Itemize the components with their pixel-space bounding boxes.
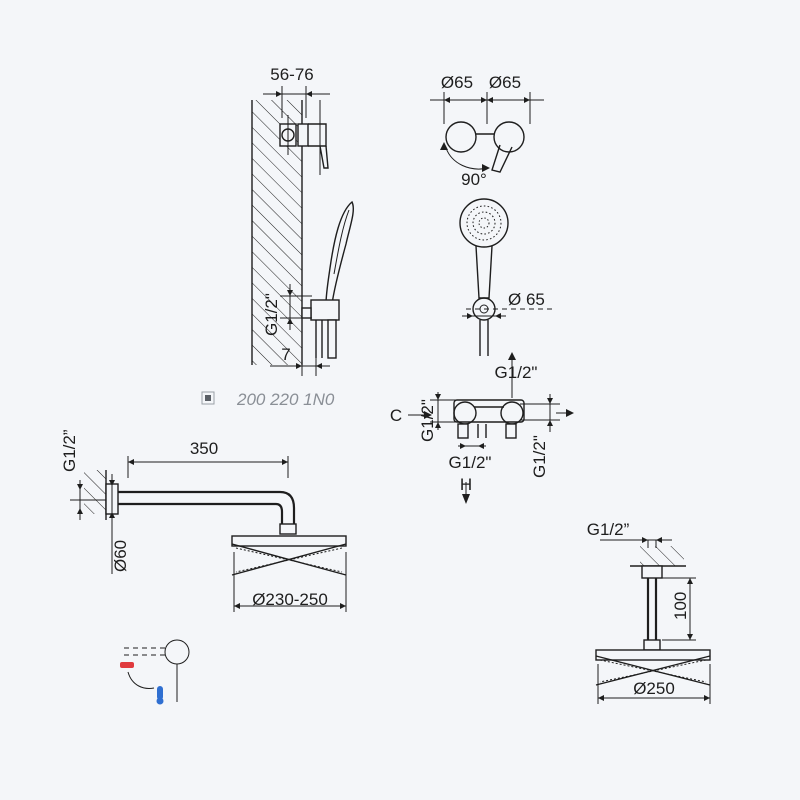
ceiling-shower-arm: G1/2” 100 Ø250 [587,520,711,704]
flange-dia-label: Ø60 [111,540,130,572]
top-dia-left-label: Ø65 [441,73,473,92]
product-code-row: 200 220 1N0 [201,390,335,409]
hand-shower-front: Ø 65 [459,198,552,356]
product-code: 200 220 1N0 [236,390,335,409]
mixer-left-thread-label: G1/2" [418,399,437,442]
ceiling-inlet-thread-label: G1/2” [587,520,630,539]
wall-inlet-thread-label: G1/2” [60,429,79,472]
top-dia-right-label: Ø65 [489,73,521,92]
cold-label: C [390,406,402,425]
mixer-top-thread-label: G1/2" [495,363,538,382]
ceiling-arm-length-label: 100 [671,592,690,620]
hatch-legend-icon [201,391,215,405]
offset-dimension-label: 7 [281,345,290,364]
wall-head-dia-label: Ø230-250 [252,590,328,609]
wall-shower-arm: G1/2” 350 Ø60 Ø230-250 [60,429,347,612]
rotation-angle-label: 90° [461,170,487,189]
side-view: 56-76 G1/2" 7 [251,65,355,376]
mixer-bottom-thread-label: G1/2" [449,453,492,472]
thermostat-temperature-icon [120,639,190,705]
top-view: Ø65 Ø65 90° [430,73,544,189]
hand-shower-bracket-dia-label: Ø 65 [508,290,545,309]
side-inlet-thread-label: G1/2" [262,293,281,336]
wall-arm-length-label: 350 [190,439,218,458]
mixer-front-view: G1/2" G1/2" C G1/2" H [390,352,574,504]
mixer-right-thread-label: G1/2" [530,435,549,478]
ceiling-head-dia-label: Ø250 [633,679,675,698]
hot-label: H [460,475,472,494]
depth-dimension-label: 56-76 [270,65,313,84]
